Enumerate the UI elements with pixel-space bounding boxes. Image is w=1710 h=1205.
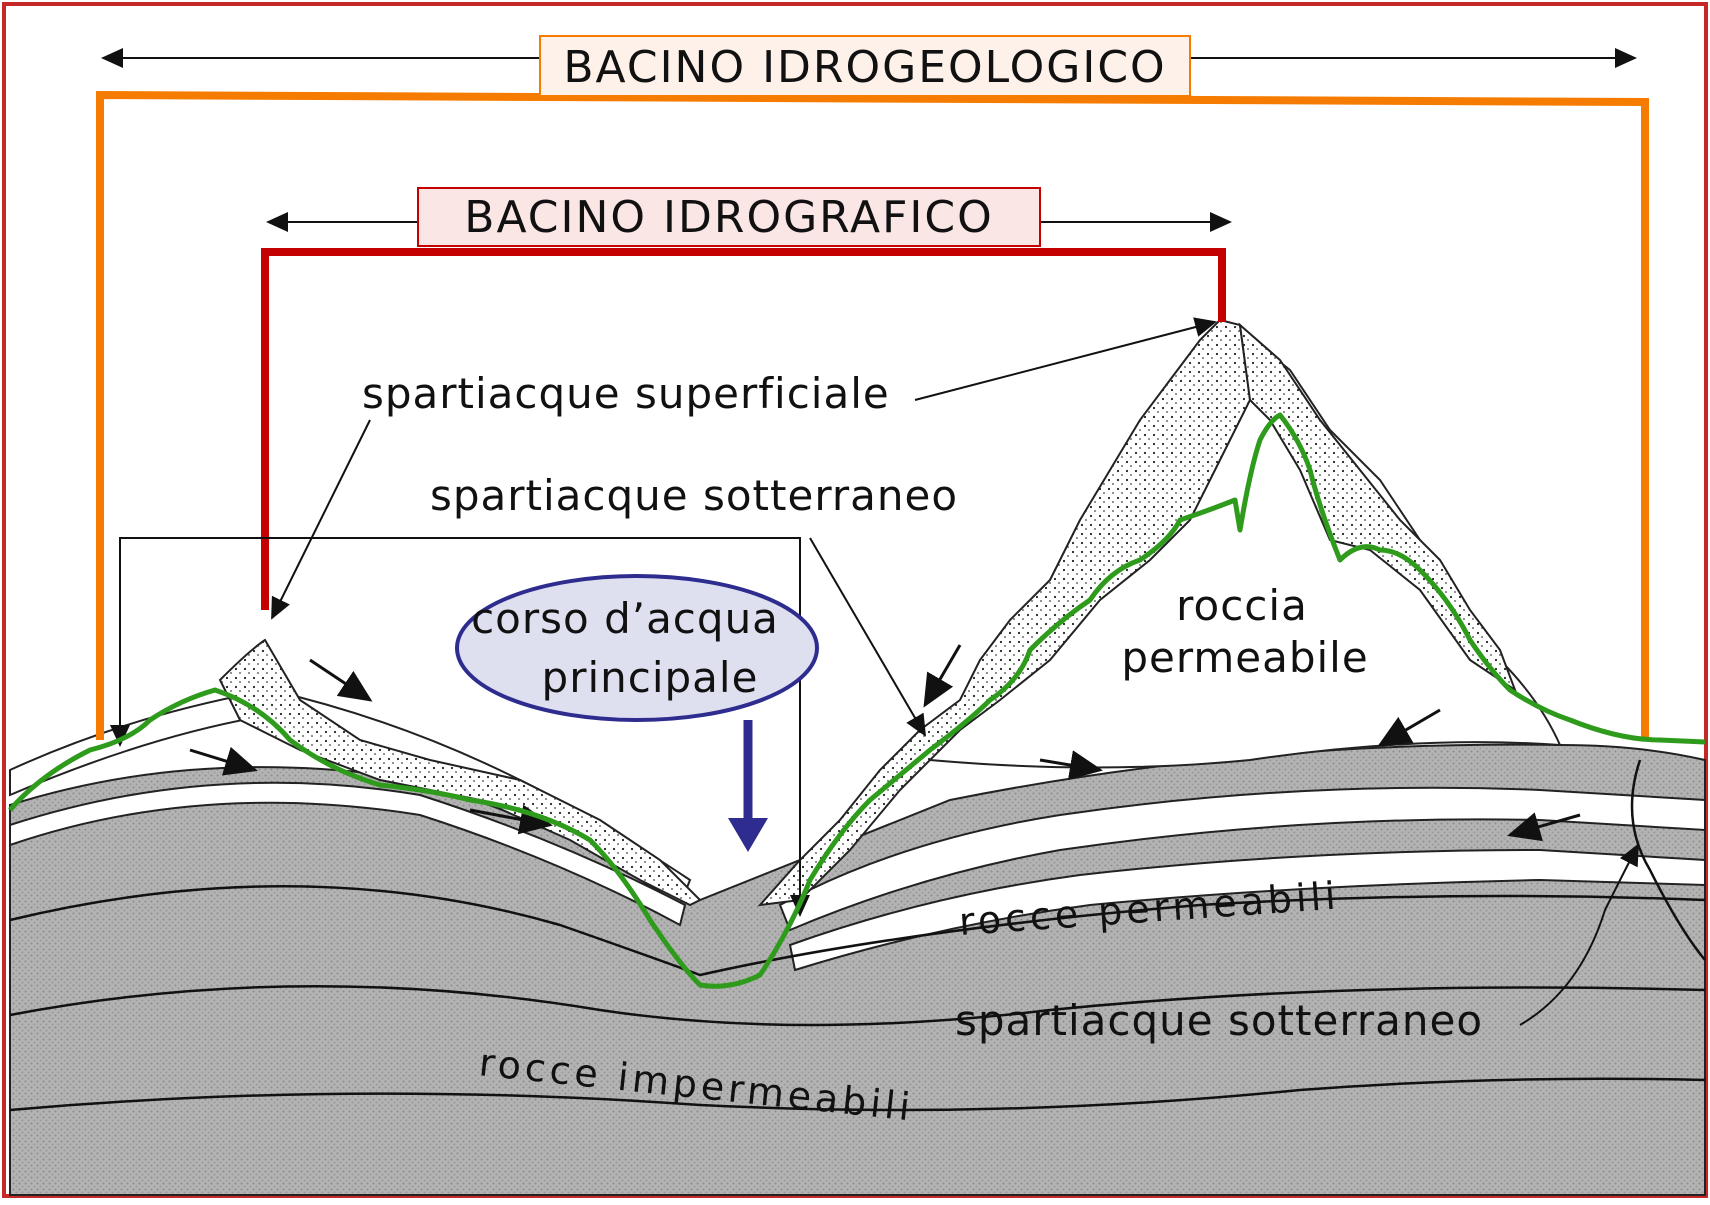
flow-arrow-1 [309, 658, 373, 702]
stratum-line-1 [9, 885, 1706, 977]
underground-divide-label-right: spartiacque sotterraneo [955, 996, 1483, 1045]
hydrographic-title-box [417, 187, 1041, 247]
underground-divide-bracket [119, 537, 801, 915]
groundwater-divide-line [8, 412, 1706, 989]
flow-arrow-7 [1507, 812, 1581, 842]
permeable-rock-label-line2: permeabile [1121, 633, 1368, 682]
flow-arrow-3 [469, 804, 553, 835]
main-stream-arrow-head [728, 818, 768, 852]
underground-divide-leader-bottom [1519, 843, 1639, 1026]
underground-divide-leader-right [809, 537, 927, 737]
hydrogeological-title-box [539, 35, 1191, 97]
hydrogeological-bracket [96, 90, 1649, 740]
hydrographic-bracket [261, 248, 1226, 610]
fault-line [1630, 759, 1706, 961]
stratum-line-3 [9, 1077, 1706, 1112]
permeable-layer-right-2 [788, 848, 1706, 972]
permeable-layer-right [778, 786, 1706, 932]
stratum-line-2 [9, 984, 1706, 1027]
surface-divide-leader-left [271, 419, 371, 620]
main-stream-label-line1: corso d’acqua [471, 594, 779, 643]
flow-arrow-2 [189, 746, 258, 776]
hydrogeological-title: BACINO IDROGEOLOGICO [563, 42, 1166, 93]
flow-arrow-6 [1377, 708, 1441, 747]
surface-divide-label: spartiacque superficiale [362, 369, 890, 418]
main-stream-label-line2: principale [542, 653, 759, 702]
flow-arrow-4 [923, 644, 962, 708]
underground-divide-label-top: spartiacque sotterraneo [430, 471, 958, 520]
main-stream-callout [455, 574, 819, 722]
permeable-rock-label-line1: roccia [1176, 581, 1308, 630]
surface-divide-leader-right [914, 317, 1217, 401]
hydrographic-title: BACINO IDROGRAFICO [464, 192, 993, 243]
permeable-layer-left-2 [9, 781, 687, 927]
flow-arrow-5 [1039, 750, 1103, 780]
